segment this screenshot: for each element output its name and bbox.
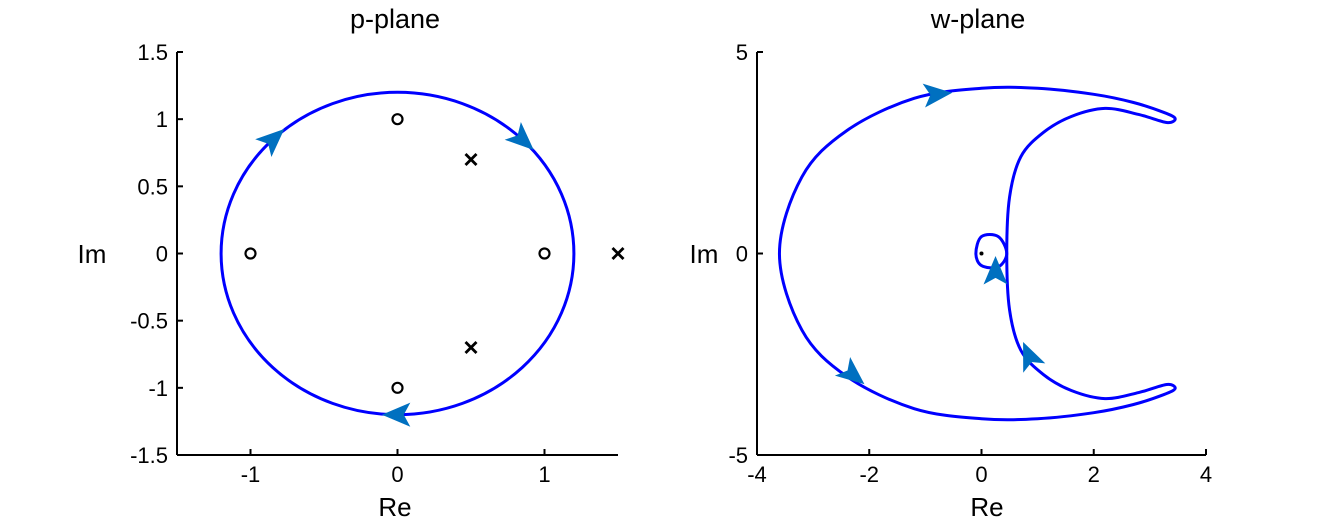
p-plane-title: p-plane <box>350 4 440 34</box>
w-plane-title: w-plane <box>930 4 1026 34</box>
zero-marker <box>391 381 404 394</box>
y-tick-label: -1 <box>148 376 168 401</box>
y-tick-label: 5 <box>736 40 748 65</box>
pole-marker <box>464 341 478 355</box>
pole-stroke <box>464 152 478 166</box>
x-tick-label: 0 <box>391 462 403 487</box>
direction-arrow <box>1023 341 1046 373</box>
pole-marker <box>611 247 625 260</box>
x-tick-label: -4 <box>747 462 767 487</box>
p-plane-ylabel: Im <box>78 239 107 269</box>
small-loop <box>974 232 1009 270</box>
zero-marker <box>538 247 551 260</box>
w-plane-axes: 5 0 -5-4 -2 0 2 4 <box>728 40 1212 487</box>
pole-marker <box>464 152 478 166</box>
p-plane-axes: 1.5 1 0.5 0 -0.5 -1 -1.5 -1 0 1 <box>130 40 618 487</box>
y-tick-label: -5 <box>728 443 748 468</box>
w-plane-ylabel: Im <box>690 239 719 269</box>
y-tick-label: -1.5 <box>130 443 168 468</box>
direction-arrow <box>983 256 1008 285</box>
nyquist-contour <box>777 85 1177 422</box>
w-plane-chart: w-plane Im Re 5 0 -5-4 -2 0 2 4 <box>690 4 1213 522</box>
p-plane-xlabel: Re <box>378 492 411 522</box>
x-tick-label: -2 <box>859 462 879 487</box>
pole-stroke <box>611 247 625 260</box>
w-plane-xlabel: Re <box>970 492 1003 522</box>
x-tick-label: 0 <box>975 462 987 487</box>
y-tick-label: 1.5 <box>137 40 168 65</box>
direction-arrow <box>255 129 285 158</box>
x-tick-label: 4 <box>1200 462 1212 487</box>
x-tick-label: 1 <box>538 462 550 487</box>
direction-arrow <box>504 121 534 151</box>
pole-stroke <box>464 341 478 355</box>
p-plane-plot <box>219 90 625 427</box>
y-tick-label: 0.5 <box>137 174 168 199</box>
zero-marker <box>391 113 404 126</box>
x-tick-label: -1 <box>241 462 261 487</box>
origin-marker <box>979 251 984 256</box>
direction-arrow <box>834 356 865 385</box>
zero-marker <box>244 247 257 260</box>
x-tick-label: 2 <box>1088 462 1100 487</box>
direction-arrow <box>381 402 411 427</box>
y-tick-label: 0 <box>156 242 168 267</box>
y-tick-label: -0.5 <box>130 309 168 334</box>
y-tick-label: 0 <box>736 242 748 267</box>
y-tick-label: 1 <box>156 107 168 132</box>
w-plane-plot <box>777 83 1177 422</box>
direction-arrow <box>922 83 953 108</box>
p-plane-chart: p-plane Im Re 1.5 1 0.5 0 -0.5 -1 -1.5 -1 0 1 <box>78 4 625 522</box>
